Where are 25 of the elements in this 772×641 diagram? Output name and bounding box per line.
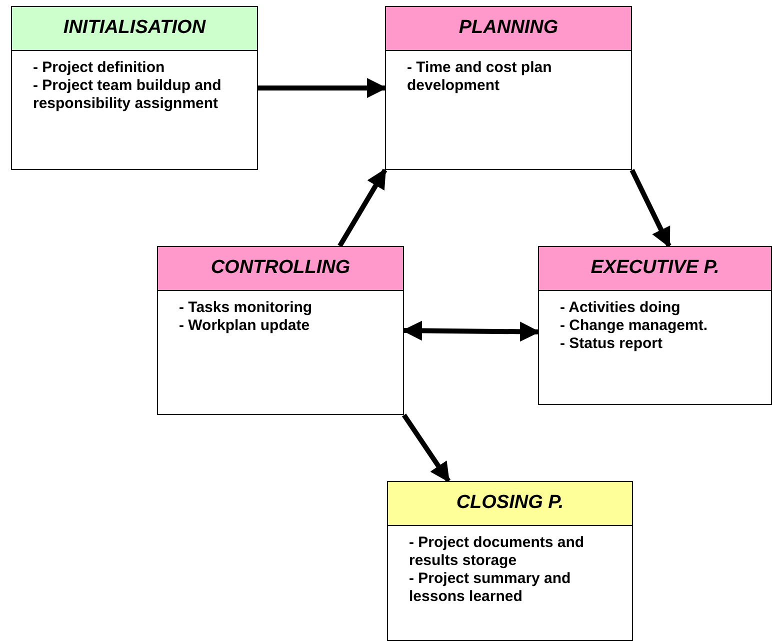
arrow [402, 320, 540, 342]
task-text: - Status report [560, 335, 664, 353]
phase-title: PLANNING [386, 7, 631, 51]
arrow [258, 78, 387, 98]
task-text: - Time and cost plan development [407, 59, 553, 95]
task-text: - Project definition [33, 59, 166, 77]
task-text: - Change managemt. [560, 317, 709, 335]
task-text: - Project documents and results storage [409, 534, 586, 570]
phase-box [387, 481, 633, 641]
phase-title: INITIALISATION [12, 7, 257, 51]
task-text: - Project summary and lessons learned [409, 570, 572, 606]
task-text: - Workplan update [179, 317, 311, 335]
task-text: - Project team buildup and responsibility assignment [33, 77, 222, 113]
task-text: - Tasks monitoring [179, 299, 314, 317]
phase-box [538, 246, 772, 405]
phase-box [385, 6, 632, 170]
phase-box [11, 6, 258, 170]
phase-box [157, 246, 404, 415]
phase-title: EXECUTIVE P. [539, 247, 771, 291]
task-text: - Activities doing [560, 299, 682, 317]
phase-title: CONTROLLING [158, 247, 403, 291]
arrow [402, 414, 451, 483]
phase-title: CLOSING P. [388, 482, 632, 526]
arrow [630, 168, 672, 248]
arrow [338, 168, 388, 248]
